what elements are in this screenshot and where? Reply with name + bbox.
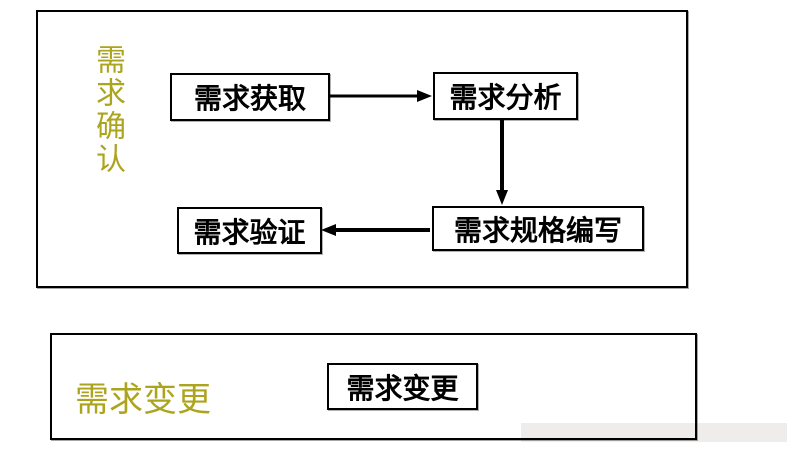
flow-box-requirements-specification: 需求规格编写: [432, 206, 644, 251]
flow-box-requirements-verification: 需求验证: [177, 207, 322, 254]
flow-box-requirements-change: 需求变更: [327, 363, 478, 410]
flow-box-label: 需求规格编写: [453, 215, 622, 247]
shadow-artifact: [521, 423, 787, 442]
flow-box-requirements-analysis: 需求分析: [433, 72, 578, 120]
flow-box-label: 需求验证: [193, 217, 306, 249]
top-section-container: [36, 10, 688, 288]
flow-box-label: 需求获取: [193, 84, 306, 115]
bottom-section-container: [50, 333, 697, 440]
top-section-label: 需求确认: [91, 44, 124, 176]
flow-box-label: 需求分析: [449, 83, 562, 114]
flow-box-requirements-acquisition: 需求获取: [170, 73, 330, 121]
bottom-section-label: 需求变更: [75, 382, 211, 419]
flow-box-label: 需求变更: [346, 373, 459, 405]
